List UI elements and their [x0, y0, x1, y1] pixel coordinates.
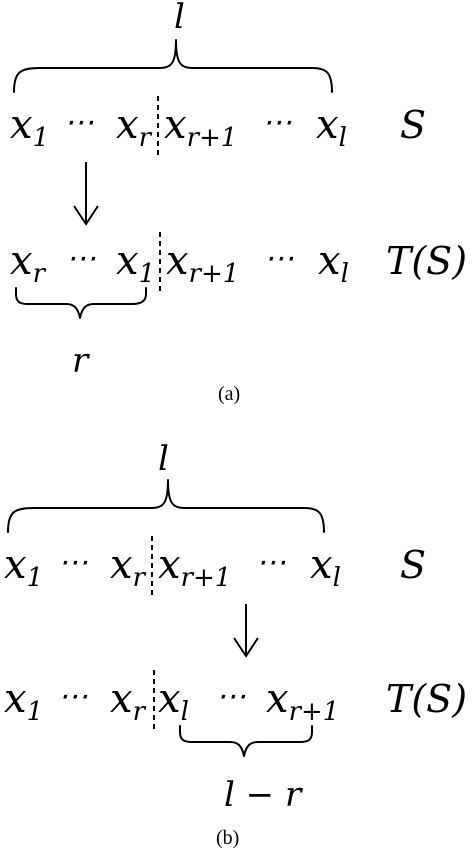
- panel-b-top-label: l: [158, 439, 169, 479]
- panel-b-bottom-brace: [179, 725, 313, 757]
- svg-text:xr+1: xr+1: [158, 542, 231, 593]
- svg-text:⋯: ⋯: [58, 545, 88, 580]
- panel-b: l x1 ⋯ xr xr+1 ⋯ xl S x1 ⋯ xr xl ⋯ xr+1 …: [4, 439, 467, 849]
- svg-text:x1: x1: [116, 238, 155, 289]
- svg-text:xl: xl: [318, 238, 349, 289]
- panel-a-down-arrow-icon: [73, 162, 99, 226]
- svg-text:⋯: ⋯: [262, 105, 292, 140]
- svg-text:xr: xr: [110, 676, 147, 727]
- svg-text:xr+1: xr+1: [166, 238, 239, 289]
- svg-text:xr+1: xr+1: [266, 676, 339, 727]
- panel-b-row-s: x1 ⋯ xr xr+1 ⋯ xl: [4, 542, 341, 593]
- panel-b-bottom-label: l − r: [224, 775, 303, 815]
- panel-b-down-arrow-icon: [233, 604, 259, 658]
- svg-text:xl: xl: [316, 102, 347, 153]
- svg-text:xl: xl: [310, 542, 341, 593]
- svg-text:x1: x1: [10, 102, 49, 153]
- svg-text:xl: xl: [158, 676, 189, 727]
- svg-text:xr: xr: [116, 102, 153, 153]
- svg-text:xr+1: xr+1: [164, 102, 237, 153]
- panel-a-row-ts-name: T(S): [386, 239, 467, 283]
- panel-a-row-s: x1 ⋯ xr xr+1 ⋯ xl: [10, 102, 347, 153]
- panel-b-row-ts-name: T(S): [386, 677, 467, 721]
- svg-text:x1: x1: [4, 542, 43, 593]
- panel-a-caption: (a): [218, 383, 240, 405]
- svg-text:xr: xr: [110, 542, 147, 593]
- panel-b-caption: (b): [216, 827, 239, 849]
- panel-a-top-label: l: [174, 0, 185, 37]
- panel-a-row-ts: xr ⋯ x1 xr+1 ⋯ xl: [10, 238, 349, 289]
- panel-a: l x1 ⋯ xr xr+1 ⋯ xl S xr ⋯ x1 xr+1 ⋯ xl …: [10, 0, 467, 405]
- panel-a-top-brace: [13, 39, 333, 93]
- svg-text:⋯: ⋯: [216, 679, 246, 714]
- svg-text:⋯: ⋯: [66, 241, 96, 276]
- panel-b-top-brace: [7, 479, 325, 533]
- panel-b-row-ts: x1 ⋯ xr xl ⋯ xr+1: [4, 676, 339, 727]
- svg-text:⋯: ⋯: [256, 545, 286, 580]
- svg-text:⋯: ⋯: [58, 679, 88, 714]
- svg-text:⋯: ⋯: [264, 241, 294, 276]
- svg-text:⋯: ⋯: [64, 105, 94, 140]
- panel-a-bottom-brace: [15, 287, 147, 319]
- svg-text:x1: x1: [4, 676, 43, 727]
- panel-a-row-s-name: S: [400, 103, 426, 147]
- panel-a-bottom-label: r: [72, 341, 90, 381]
- svg-text:xr: xr: [10, 238, 47, 289]
- panel-b-row-s-name: S: [400, 543, 426, 587]
